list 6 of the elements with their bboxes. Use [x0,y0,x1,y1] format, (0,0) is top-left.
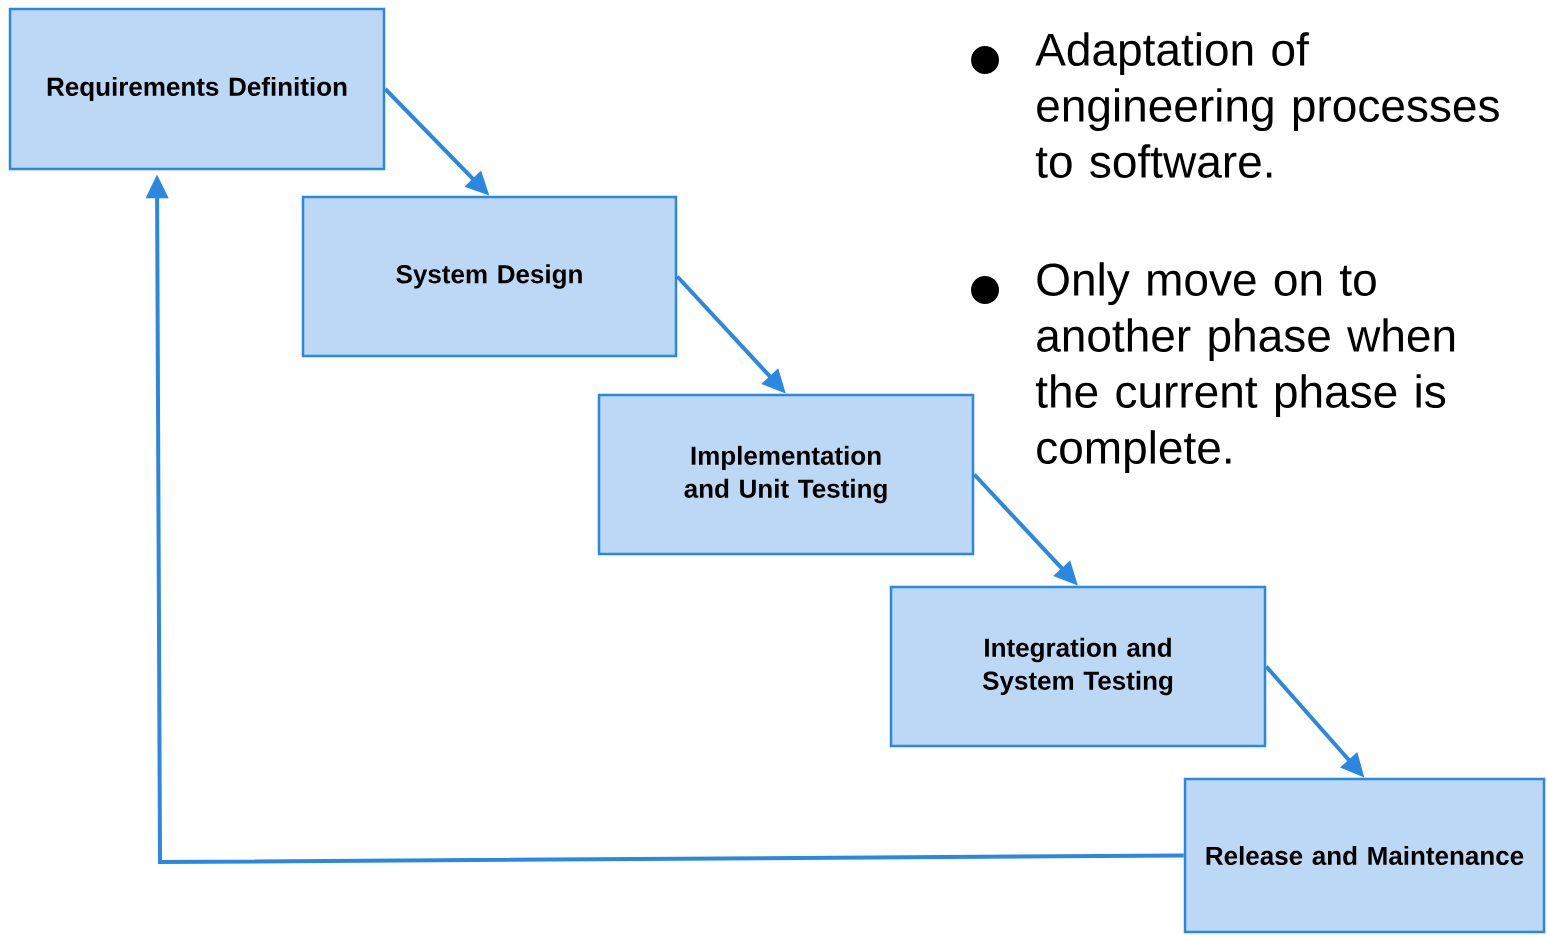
process-box: Integration and System Testing [889,585,1267,748]
process-box: System Design [301,195,678,358]
bullet-item: Adaptation of engineering processes to software. [971,32,1499,178]
process-box: Implementation and Unit Testing [597,393,975,556]
process-box: Release and Maintenance [1183,777,1546,934]
process-box: Requirements Definition [8,7,386,171]
